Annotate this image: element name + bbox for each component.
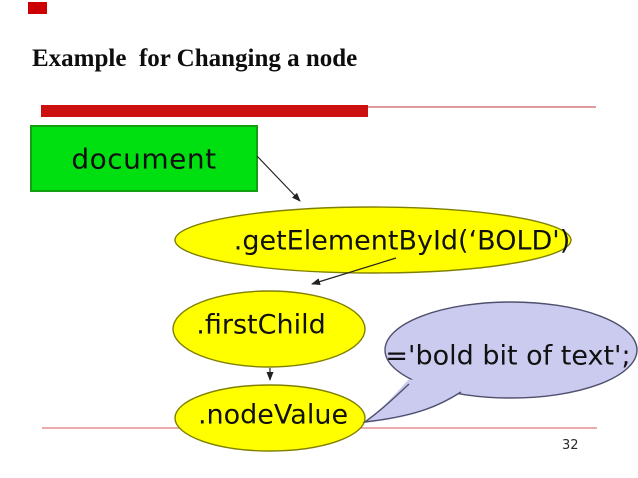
- arrow-document-to-getelement: [256, 155, 301, 202]
- bubble-tail: [364, 376, 464, 423]
- arrow-getelement-to-firstchild: [311, 257, 397, 285]
- node-value-ellipse: [174, 384, 366, 452]
- bubble-tail-outline: [362, 383, 462, 423]
- document-box-label: document: [71, 142, 217, 176]
- get-element-label: .getElementById(‘BOLD'): [233, 225, 571, 257]
- node-value-label: .nodeValue: [197, 399, 349, 431]
- get-element-ellipse: [174, 206, 572, 274]
- corner-red-rect: [28, 2, 47, 14]
- page-number: 32: [562, 438, 579, 453]
- speech-bubble: [384, 301, 638, 399]
- bubble-label: ='bold bit of text';: [385, 340, 631, 372]
- first-child-ellipse: [172, 290, 366, 368]
- document-box: [30, 125, 258, 192]
- slide-title: Example for Changing a node: [32, 45, 358, 72]
- first-child-label: .firstChild: [196, 309, 326, 341]
- title-accent-bar: [41, 105, 368, 117]
